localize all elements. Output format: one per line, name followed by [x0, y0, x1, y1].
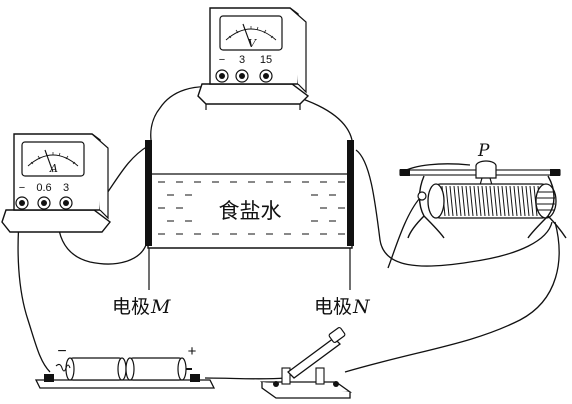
tank-label: 食盐水: [219, 199, 282, 223]
ammeter-terminal-3: 3: [63, 182, 69, 194]
battery: − +: [34, 343, 216, 389]
rheostat-terminal-left: [417, 191, 427, 201]
battery-positive-sign: +: [188, 343, 197, 360]
ammeter: A − 0.6 3: [1, 133, 111, 233]
rheostat-slider-letter: P: [477, 141, 490, 161]
wire-electrode-n-to-rheostat: [355, 149, 553, 267]
ammeter-needle: [44, 149, 54, 173]
voltmeter-dial: [219, 15, 283, 51]
voltmeter-terminal-negative: −: [219, 54, 225, 66]
ammeter-terminal-0.6: 0.6: [36, 182, 51, 194]
switch-handle[interactable]: [328, 327, 346, 343]
wire-rheostat-right-down: [344, 221, 560, 373]
rheostat-terminal-top: [403, 169, 409, 175]
voltmeter-terminal-3: 3: [239, 54, 245, 66]
knife-switch[interactable]: [259, 327, 353, 399]
wire-ammeter-top-loop: [104, 145, 149, 197]
electrode-n-label: 电极 N: [314, 296, 371, 318]
ammeter-terminal-negative: −: [19, 182, 25, 194]
water-dashes: [158, 181, 345, 235]
voltmeter-letter: V: [248, 37, 257, 50]
battery-cell-2: [125, 357, 192, 381]
rheostat-stand-left: [407, 175, 445, 239]
electrode-n-plate: [347, 140, 354, 246]
wire-switch-to-battery: [204, 377, 286, 380]
electrode-m-label: 电极 M: [112, 296, 171, 318]
electrode-n-letter: N: [352, 296, 371, 318]
electrode-n-prefix: 电极: [314, 296, 352, 318]
wire-rheostat-to-switch: [387, 197, 421, 269]
electrode-m-plate: [145, 140, 152, 246]
voltmeter-terminal-15: 15: [260, 54, 272, 66]
rheostat: P: [399, 141, 567, 239]
voltmeter-needle: [242, 23, 252, 47]
ammeter-letter: A: [49, 162, 58, 175]
electrode-m-prefix: 电极: [112, 296, 150, 318]
electrode-m-letter: M: [150, 296, 171, 318]
battery-cell-1: [65, 357, 132, 381]
wire-ammeter-to-battery: [17, 209, 51, 373]
battery-negative-sign: −: [57, 343, 66, 360]
ammeter-dial: [21, 141, 85, 177]
rheostat-stand-right: [527, 175, 567, 239]
switch-blade[interactable]: [287, 337, 341, 379]
wire-voltmeter-to-electrode-m: [150, 86, 219, 141]
voltmeter: V − 3 15: [197, 7, 310, 110]
salt-water-tank: 食盐水: [145, 140, 354, 290]
